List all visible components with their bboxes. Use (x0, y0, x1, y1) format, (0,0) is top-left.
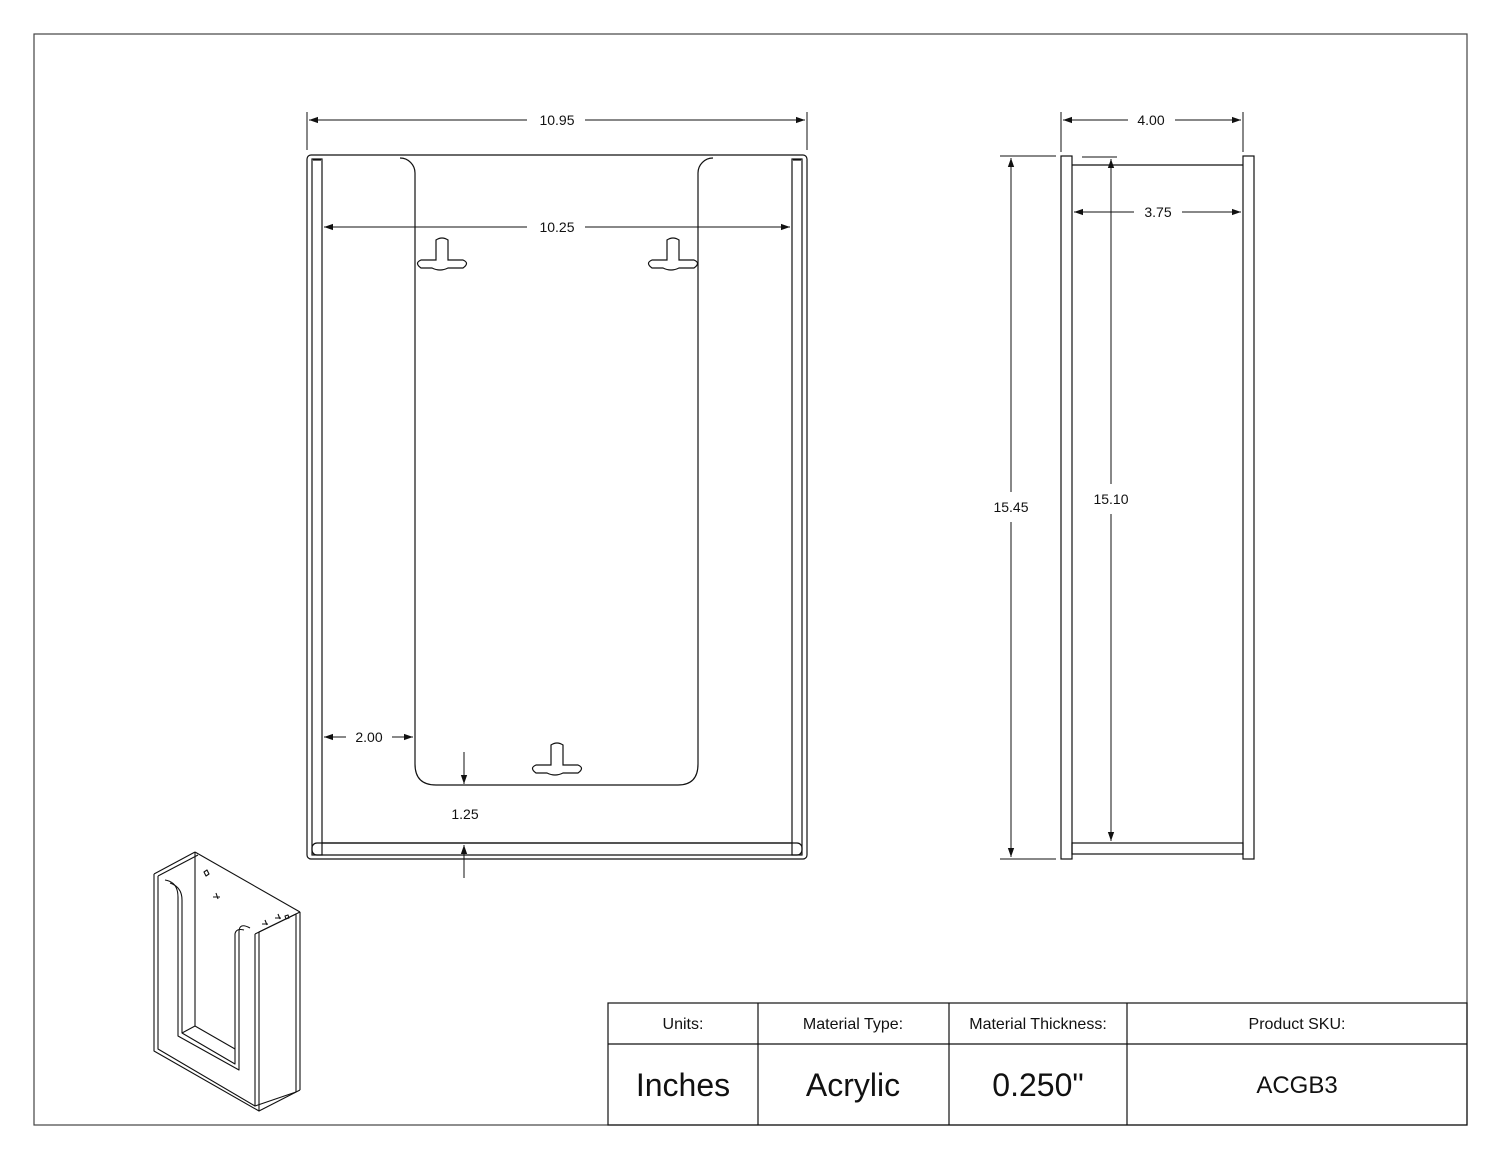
dim-overall-width: 10.95 (539, 112, 574, 128)
keyhole-slot-left (416, 237, 468, 271)
thickness-label: Material Thickness: (969, 1016, 1107, 1033)
side-dimensions (1000, 112, 1244, 860)
front-view (306, 154, 808, 860)
material-value: Acrylic (806, 1067, 900, 1103)
sku-label: Product SKU: (1249, 1016, 1346, 1033)
isometric-view (153, 851, 301, 1112)
sku-value: ACGB3 (1256, 1072, 1337, 1099)
units-label: Units: (663, 1016, 704, 1033)
dim-side-margin: 2.00 (355, 729, 382, 745)
dim-bottom-gap: 1.25 (451, 806, 478, 822)
dim-depth-inner: 3.75 (1144, 204, 1171, 220)
sheet-border (33, 33, 1468, 1126)
units-value: Inches (636, 1067, 730, 1103)
side-view (1060, 155, 1255, 860)
keyhole-slot-bottom (531, 742, 583, 776)
front-cutout (399, 157, 714, 786)
title-block (607, 1002, 1468, 1126)
dim-height-inner: 15.10 (1093, 491, 1128, 507)
keyhole-slot-right (647, 237, 699, 271)
material-label: Material Type: (803, 1016, 903, 1033)
thickness-value: 0.250" (992, 1067, 1083, 1103)
dim-inner-width: 10.25 (539, 219, 574, 235)
dim-height-outer: 15.45 (993, 499, 1028, 515)
front-dimensions (306, 112, 808, 878)
dim-depth-outer: 4.00 (1137, 112, 1164, 128)
